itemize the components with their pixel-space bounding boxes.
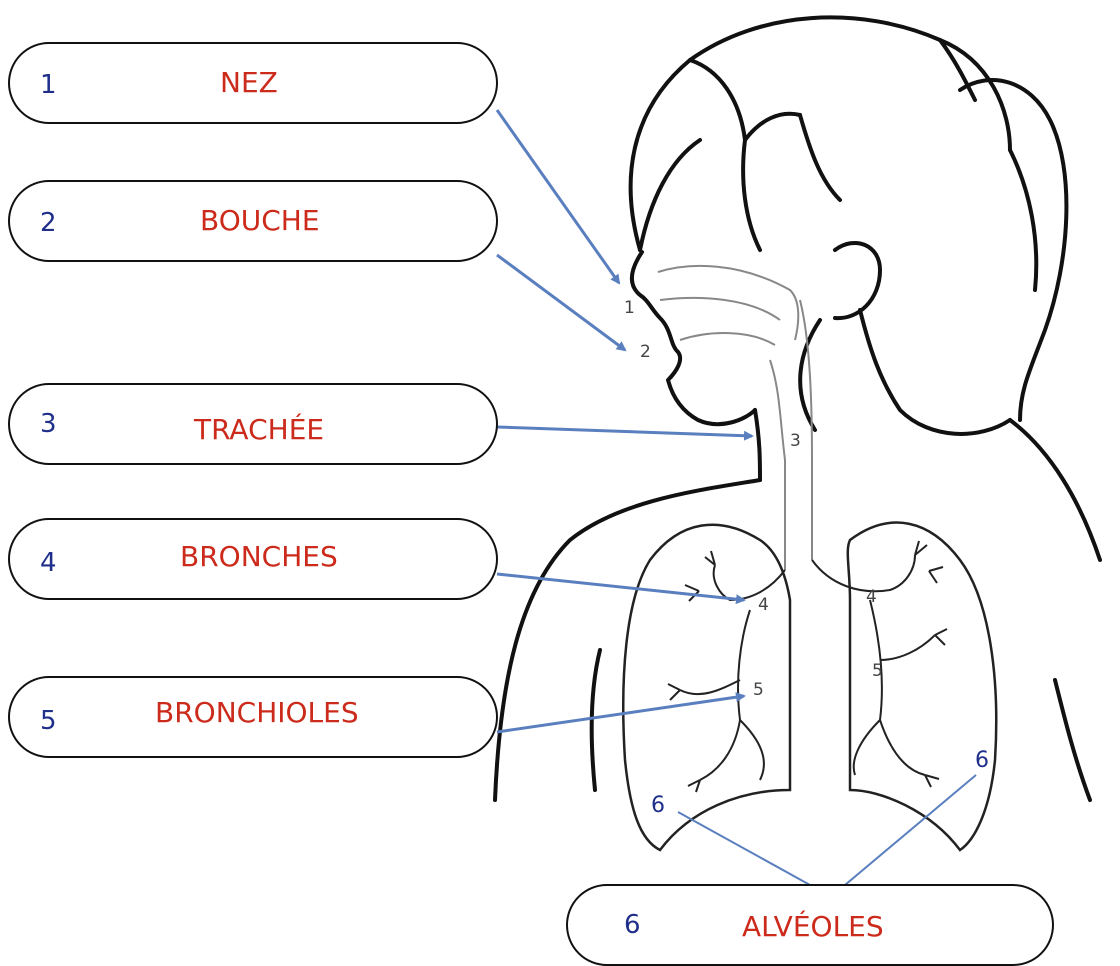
- arrow-nez: [497, 110, 619, 283]
- arrow-trachee: [497, 427, 752, 436]
- label-number: 1: [40, 70, 57, 100]
- mark-bronchus-left: 4: [758, 595, 769, 615]
- label-box-bouche: 2 BOUCHE: [8, 180, 498, 262]
- mark-alveoli-left: 6: [651, 793, 665, 818]
- label-number: 4: [40, 548, 57, 578]
- label-term: TRACHÉE: [194, 413, 324, 446]
- bronchial-tree: [668, 541, 947, 792]
- label-number: 2: [40, 208, 57, 238]
- mark-mouth: 2: [640, 342, 651, 362]
- lungs: [623, 523, 996, 850]
- arrow-bronchioles: [497, 696, 744, 732]
- label-box-nez: 1 NEZ: [8, 42, 498, 124]
- label-number: 6: [624, 910, 641, 940]
- label-box-bronches: 4 BRONCHES: [8, 518, 498, 600]
- mark-nose: 1: [624, 298, 635, 318]
- label-term: ALVÉOLES: [742, 910, 884, 943]
- mark-alveoli-right: 6: [975, 748, 989, 773]
- label-term: NEZ: [220, 66, 278, 99]
- arrow-bouche: [497, 255, 625, 350]
- mark-bronchus-right: 4: [866, 587, 877, 607]
- label-term: BRONCHIOLES: [155, 696, 359, 729]
- mark-bronchiole-right: 5: [872, 661, 883, 681]
- mark-bronchiole-left: 5: [753, 680, 764, 700]
- label-number: 3: [40, 409, 57, 439]
- pointer-arrows: [497, 110, 752, 732]
- label-box-bronchioles: 5 BRONCHIOLES: [8, 676, 498, 758]
- label-number: 5: [40, 706, 57, 736]
- label-term: BRONCHES: [180, 540, 338, 573]
- label-box-alveoles: 6 ALVÉOLES: [566, 884, 1054, 966]
- mark-trachea: 3: [790, 431, 801, 451]
- head-outline: [495, 17, 1100, 800]
- label-box-trachee: 3 TRACHÉE: [8, 383, 498, 465]
- alveoli-pointer-lines: [678, 775, 976, 885]
- label-term: BOUCHE: [200, 204, 320, 237]
- airway-cavity: [658, 266, 812, 570]
